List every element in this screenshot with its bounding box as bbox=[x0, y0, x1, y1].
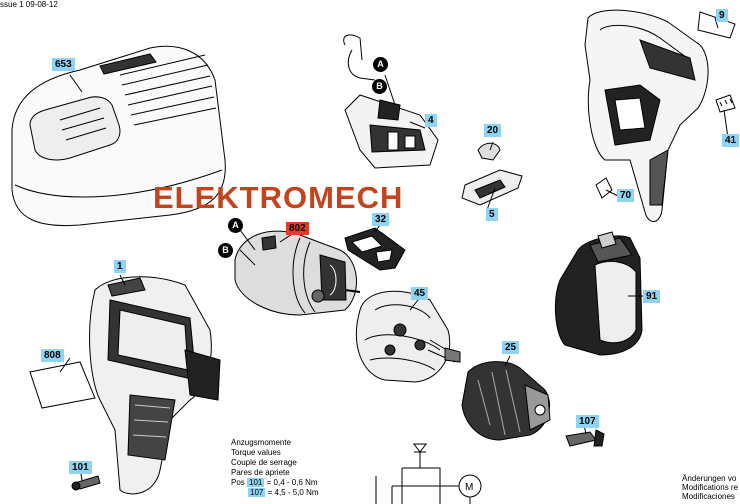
charger-drawing bbox=[11, 45, 226, 227]
circuit-schematic bbox=[375, 443, 482, 504]
note-line-es: Modificaciones bbox=[682, 492, 735, 501]
part-label-4[interactable]: 4 bbox=[425, 114, 437, 127]
label-sheet-drawing bbox=[29, 361, 96, 409]
part-label-45[interactable]: 45 bbox=[411, 287, 429, 300]
slider-drawing bbox=[461, 169, 523, 206]
torque-pos-101[interactable]: 101 bbox=[247, 478, 265, 487]
part-label-653[interactable]: 653 bbox=[52, 58, 75, 71]
housing-half-drawing bbox=[584, 9, 736, 222]
motor-symbol-label: M bbox=[465, 482, 473, 493]
torque-row-101: Pos 101 = 0,4 - 0,6 Nm bbox=[231, 478, 319, 488]
part-label-25[interactable]: 25 bbox=[502, 341, 520, 354]
part-label-70[interactable]: 70 bbox=[617, 189, 635, 202]
torque-line-fr: Couple de serrage bbox=[231, 458, 297, 467]
screw-101-drawing bbox=[71, 475, 101, 491]
torque-line-de: Anzugsmomente bbox=[231, 438, 292, 447]
torque-values-block: Anzugsmomente Torque values Couple de se… bbox=[231, 438, 319, 498]
part-label-41[interactable]: 41 bbox=[722, 134, 740, 147]
part-label-5[interactable]: 5 bbox=[486, 208, 498, 221]
torque-line-en: Torque values bbox=[231, 448, 281, 457]
watermark-text: ELEKTROMECH bbox=[153, 180, 404, 215]
change-notes: Änderungen vo Modifications re Modificac… bbox=[682, 474, 738, 501]
marker-b-top: B bbox=[372, 79, 387, 94]
issue-date: ssue 1 09-08-12 bbox=[0, 0, 58, 9]
gearbox-drawing bbox=[356, 290, 461, 383]
note-line-fr: Modifications re bbox=[682, 483, 739, 492]
screw-107-drawing bbox=[565, 429, 605, 447]
torque-value-101: = 0,4 - 0,6 Nm bbox=[266, 478, 318, 487]
cover-drawing bbox=[344, 227, 406, 271]
clip-drawing bbox=[477, 142, 501, 161]
part-label-808[interactable]: 808 bbox=[41, 349, 64, 362]
drill-housing-drawing bbox=[89, 276, 221, 495]
part-label-9[interactable]: 9 bbox=[716, 9, 728, 22]
marker-a-mid: A bbox=[228, 218, 243, 233]
part-label-107[interactable]: 107 bbox=[576, 415, 599, 428]
part-label-1[interactable]: 1 bbox=[114, 260, 126, 273]
part-label-20[interactable]: 20 bbox=[484, 124, 502, 137]
chuck-drawing bbox=[461, 361, 551, 441]
part-label-91[interactable]: 91 bbox=[643, 290, 661, 303]
part-label-802[interactable]: 802 bbox=[286, 222, 309, 235]
part-label-101[interactable]: 101 bbox=[69, 461, 92, 474]
marker-a-top: A bbox=[373, 57, 388, 72]
torque-row-107: 107 = 4,5 - 5,0 Nm bbox=[231, 488, 319, 498]
torque-line-es: Pares de apriete bbox=[231, 468, 290, 477]
motor-drawing bbox=[234, 230, 361, 316]
torque-value-107: = 4,5 - 5,0 Nm bbox=[267, 488, 319, 497]
part-label-32[interactable]: 32 bbox=[372, 213, 390, 226]
marker-b-mid: B bbox=[218, 243, 233, 258]
leader-lines bbox=[59, 17, 729, 481]
torque-pos-107[interactable]: 107 bbox=[248, 488, 266, 497]
battery-drawing bbox=[555, 231, 643, 356]
switch-drawing bbox=[343, 34, 439, 169]
note-line-de: Änderungen vo bbox=[682, 474, 737, 483]
torque-pos-prefix: Pos bbox=[231, 478, 245, 487]
